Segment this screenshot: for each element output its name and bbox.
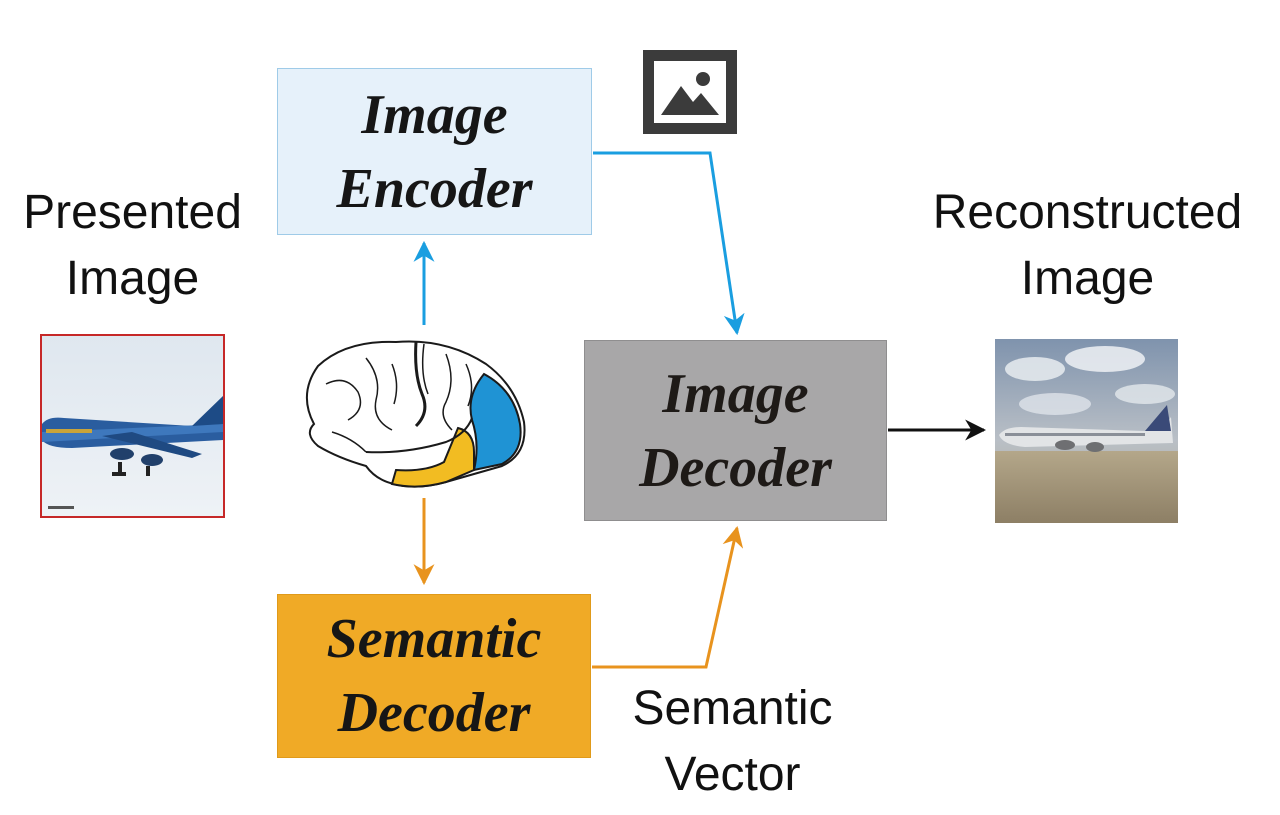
brain-icon	[305, 340, 526, 488]
semantic-vector-label: Semantic Vector	[632, 682, 833, 801]
presented-image-label: Presented Image	[23, 186, 242, 305]
semantic-decoder-box: Semantic Decoder	[277, 594, 591, 758]
image-decoder-box: Image Decoder	[584, 340, 887, 521]
semantic-vector-arrow	[592, 525, 744, 669]
image-icon	[643, 50, 737, 134]
encoder-to-decoder-arrow	[593, 151, 745, 336]
reconstructed-image-label: Reconstructed Image	[932, 186, 1243, 305]
airplane-photo	[40, 334, 225, 518]
reconstructed-airplane-photo	[995, 339, 1178, 523]
image-encoder-box: Image Encoder	[277, 68, 592, 235]
